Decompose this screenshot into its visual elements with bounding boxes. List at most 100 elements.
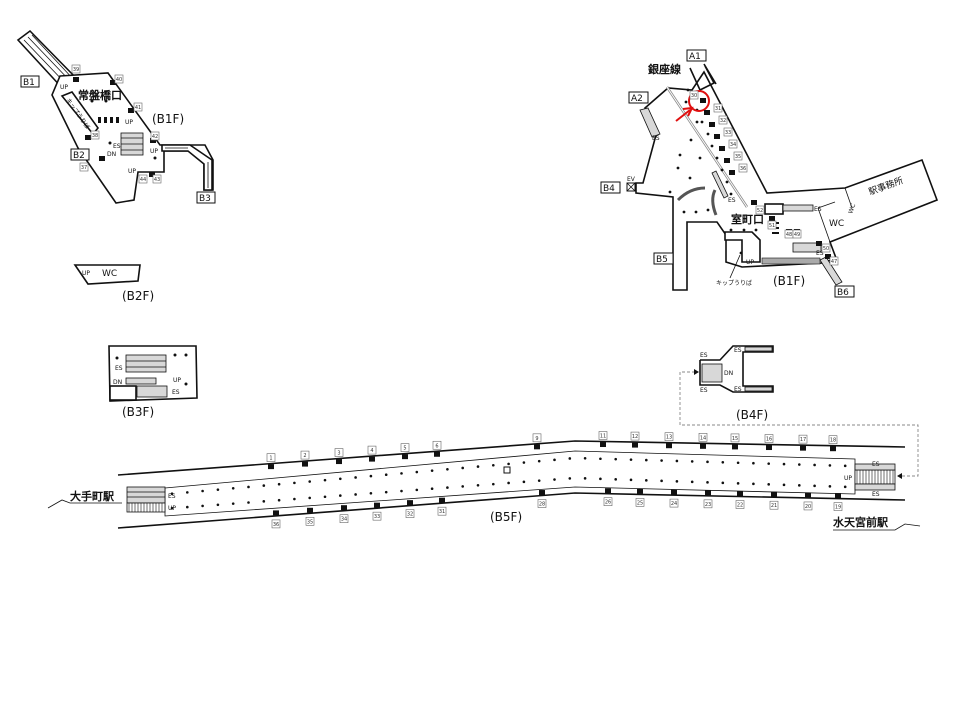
escalator-west[interactable] [126, 486, 166, 504]
platform-dot [415, 488, 419, 492]
dn-label: DN [113, 379, 122, 386]
exit-b5[interactable]: B5 [656, 255, 668, 265]
door-number-box [733, 151, 743, 161]
platform-dot [843, 485, 847, 489]
dn-label: DN [724, 370, 733, 377]
platform-dot [813, 484, 816, 488]
stairs-west[interactable] [126, 502, 166, 513]
door-number-box [689, 90, 699, 100]
door-number: 35 [307, 519, 313, 525]
door-number-box [532, 433, 542, 443]
door-number-box [738, 163, 748, 173]
floor-label-b1f-right: (B1F) [773, 274, 805, 288]
ticket-office-label: キップうりば [716, 279, 752, 287]
door-number: 12 [632, 434, 638, 440]
door-number: 11 [600, 434, 606, 440]
door-number: 33 [374, 514, 380, 520]
door-number-box [339, 514, 349, 523]
platform-dot [216, 488, 220, 491]
door-number-box [764, 434, 774, 443]
platform-dot [645, 458, 648, 462]
door-marker [336, 459, 342, 465]
door-number-box [400, 443, 410, 452]
platform-dot [537, 479, 541, 482]
door-marker [302, 461, 308, 467]
door-marker [307, 507, 313, 513]
door-marker [128, 108, 134, 113]
door-number: 40 [116, 77, 122, 83]
door-marker [110, 80, 116, 85]
door-number-box [728, 139, 738, 149]
highlight-arrow-icon [675, 109, 691, 122]
exit-b1[interactable]: B1 [23, 78, 35, 88]
door-marker [632, 442, 638, 448]
up-label: UP [82, 270, 90, 277]
door-number-box [405, 509, 415, 518]
platform-dot [752, 482, 755, 486]
escalator-east[interactable] [854, 483, 896, 491]
es-label: ES [814, 206, 822, 213]
stairs [761, 257, 821, 265]
platform-dot [354, 476, 357, 479]
door-marker [434, 451, 440, 457]
door-number: 32 [720, 118, 726, 124]
platform-dot [599, 457, 602, 461]
ev-label: EV [627, 176, 636, 183]
door-number: 28 [539, 502, 545, 508]
platform-dot [507, 481, 510, 485]
door-marker [637, 488, 643, 494]
door-number-box [79, 162, 89, 172]
door-number-box [730, 433, 740, 443]
door-marker [816, 241, 822, 246]
door-number: 31 [715, 106, 721, 112]
door-number: 31 [439, 509, 445, 515]
escalator-east[interactable] [854, 463, 896, 471]
door-marker [341, 505, 347, 511]
door-marker [751, 200, 757, 205]
es-label: ES [734, 386, 742, 393]
door-marker [374, 502, 380, 508]
platform-dot [537, 459, 541, 463]
door-number: 34 [730, 142, 736, 148]
door-number: 36 [273, 522, 279, 528]
platform-dot [629, 478, 633, 482]
platform-dot [293, 497, 296, 501]
platform-dot [660, 459, 663, 462]
es-label: ES [872, 491, 880, 498]
b2f-area: UP WC (B2F) [73, 264, 154, 303]
platform-dot [262, 484, 266, 487]
es-label: ES [172, 389, 180, 396]
exit-b6[interactable]: B6 [837, 288, 849, 298]
direction-arrow-east [833, 523, 921, 531]
door-number: 33 [725, 130, 731, 136]
door-number-box [334, 448, 344, 457]
door-marker [273, 510, 279, 516]
door-number-box [71, 64, 81, 74]
platform-dot [476, 483, 480, 487]
up-label: UP [746, 259, 754, 266]
platform-dot [828, 464, 832, 467]
platform-dot [706, 481, 709, 484]
door-marker [724, 158, 730, 163]
door-number: 15 [732, 436, 738, 442]
exit-b2[interactable]: B2 [73, 151, 85, 161]
door-number-box [537, 499, 547, 508]
door-number-box [723, 127, 733, 137]
door-marker [769, 216, 775, 221]
platform-dot [599, 477, 602, 481]
exit-name-muromachi: 室町口 [731, 212, 764, 226]
exit-b4[interactable]: B4 [603, 184, 615, 194]
exit-a2[interactable]: A2 [631, 94, 643, 104]
door-marker [830, 446, 836, 452]
door-number-box [635, 498, 645, 507]
platform-dot [277, 482, 281, 486]
exit-a1[interactable]: A1 [689, 52, 701, 62]
platform-dot [813, 463, 816, 467]
up-label: UP [173, 377, 181, 384]
left-b1f-area: キップうりば 常盤橋口 (B1F) B1 B2 B3 UP UP UP UP E… [16, 29, 216, 204]
door-marker [732, 444, 738, 450]
door-number-box [152, 174, 162, 184]
exit-b3[interactable]: B3 [199, 194, 211, 204]
es-label: ES [734, 347, 742, 354]
